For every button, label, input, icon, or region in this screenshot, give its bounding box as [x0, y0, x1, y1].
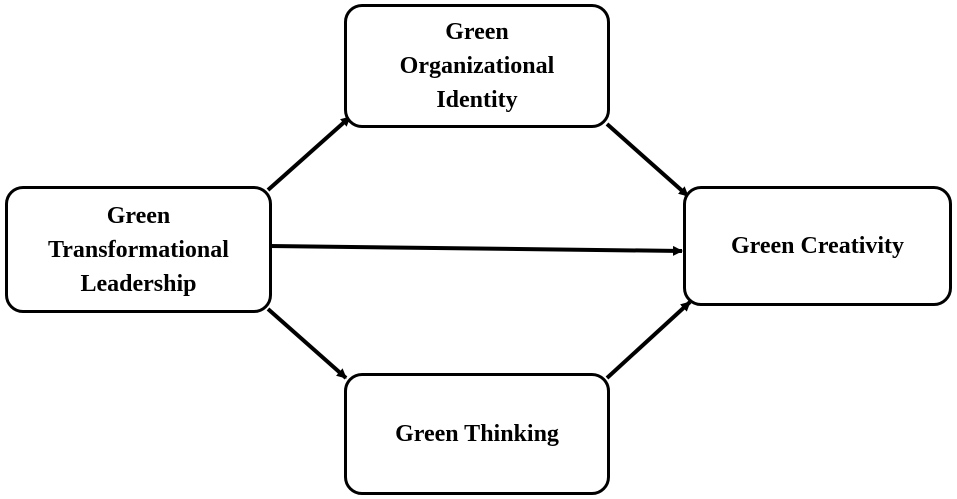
- node-label-line: Green Creativity: [730, 233, 905, 259]
- node-label-line: Identity: [436, 87, 518, 113]
- arrow-gtl-to-gt: [266, 307, 348, 380]
- node-green-thinking: Green Thinking: [344, 373, 610, 495]
- node-label-line: Transformational: [48, 236, 229, 263]
- node-green-creativity: Green Creativity: [683, 186, 952, 306]
- node-green-transformational-leadership: Green Transformational Leadership: [5, 186, 272, 313]
- node-label-line: Leadership: [80, 270, 197, 297]
- arrow-gtl-to-gc: [269, 244, 683, 256]
- arrow-goi-to-gc: [605, 122, 690, 198]
- node-label: Green Thinking: [395, 417, 559, 451]
- node-green-organizational-identity: Green Organizational Identity: [344, 4, 610, 128]
- node-label-line: Green: [106, 202, 171, 229]
- node-label-line: Green: [445, 19, 509, 45]
- node-label-line: Green Thinking: [395, 421, 559, 447]
- node-label: Green Organizational Identity: [400, 15, 555, 117]
- node-label-line: Organizational: [399, 53, 555, 79]
- arrow-gt-to-gc: [605, 300, 692, 380]
- node-label: Green Creativity: [731, 229, 904, 263]
- node-label: Green Transformational Leadership: [48, 199, 229, 301]
- arrow-gtl-to-goi: [266, 115, 352, 192]
